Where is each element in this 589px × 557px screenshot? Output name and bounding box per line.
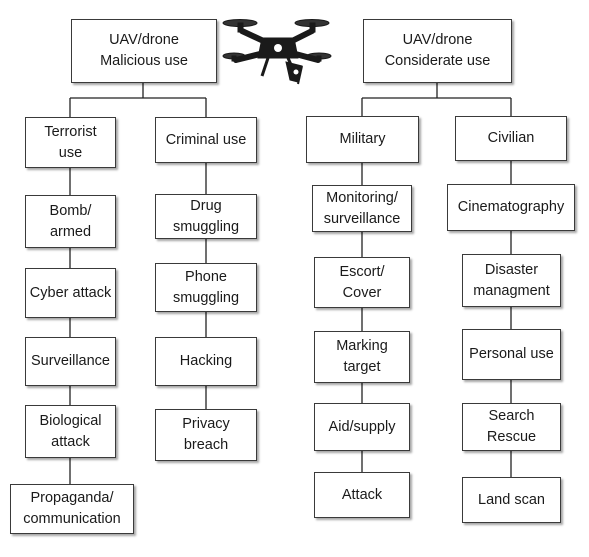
civilian-item-1: Cinematography: [447, 184, 575, 231]
military-item-2: Escort/ Cover: [314, 257, 410, 308]
criminal-item-1: Drug smuggling: [155, 194, 257, 239]
criminal-item-3: Hacking: [155, 337, 257, 386]
drone-icon: [222, 19, 332, 85]
military-item-4: Aid/supply: [314, 403, 410, 451]
terrorist-item-3: Surveillance: [25, 337, 116, 386]
terrorist-item-2: Cyber attack: [25, 268, 116, 318]
criminal-item-4: Privacy breach: [155, 409, 257, 461]
military-item-3: Marking target: [314, 331, 410, 383]
terrorist-item-4: Biological attack: [25, 405, 116, 458]
terrorist-item-5: Propaganda/ communication: [10, 484, 134, 534]
civilian-item-3: Personal use: [462, 329, 561, 380]
considerate-use-box: UAV/drone Considerate use: [363, 19, 512, 83]
military-item-5: Attack: [314, 472, 410, 518]
terrorist-use-box: Terrorist use: [25, 117, 116, 168]
terrorist-item-1: Bomb/ armed: [25, 195, 116, 248]
criminal-item-2: Phone smuggling: [155, 263, 257, 312]
criminal-use-box: Criminal use: [155, 117, 257, 163]
civilian-item-5: Land scan: [462, 477, 561, 523]
civilian-item-4: Search Rescue: [462, 403, 561, 451]
malicious-use-box: UAV/drone Malicious use: [71, 19, 217, 83]
civilian-item-2: Disaster managment: [462, 254, 561, 307]
military-box: Military: [306, 116, 419, 163]
military-item-1: Monitoring/ surveillance: [312, 185, 412, 232]
civilian-box: Civilian: [455, 116, 567, 161]
